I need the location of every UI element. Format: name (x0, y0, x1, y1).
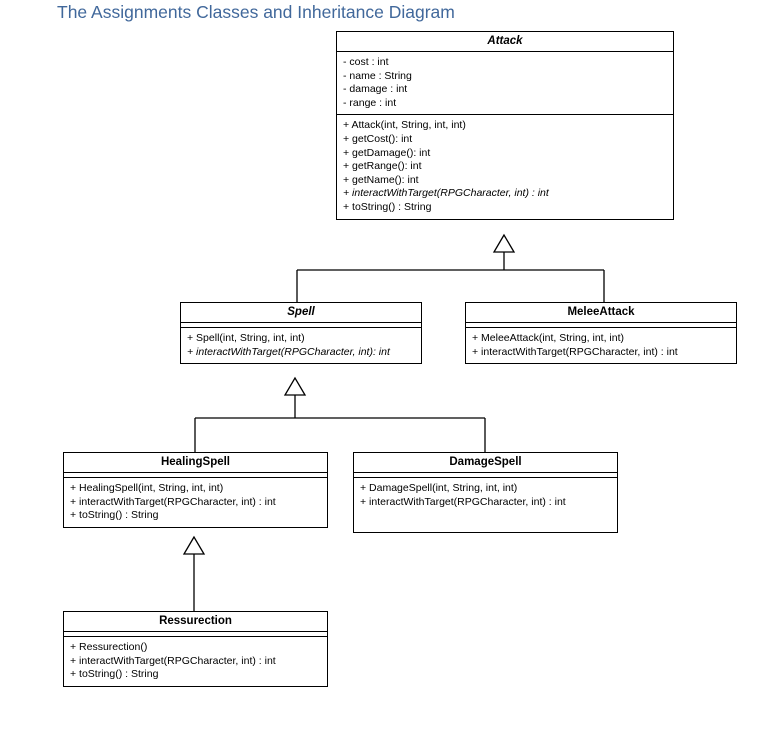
uml-class-name-ressurection: Ressurection (64, 612, 327, 632)
uml-attribute: - cost : int (343, 56, 389, 68)
uml-attributes-ressurection (64, 632, 327, 637)
uml-method: + getRange(): int (343, 160, 422, 173)
uml-method: + MeleeAttack(int, String, int, int) (472, 332, 625, 344)
uml-class-healingspell[interactable]: HealingSpell + HealingSpell(int, String,… (63, 452, 328, 528)
uml-methods-ressurection: + Ressurection() + interactWithTarget(RP… (64, 637, 327, 686)
uml-attributes-healingspell (64, 473, 327, 478)
uml-class-attack[interactable]: Attack - cost : int - name : String - da… (336, 31, 674, 220)
uml-attributes-meleeattack (466, 323, 736, 328)
uml-attributes-spell (181, 323, 421, 328)
uml-method: + Spell(int, String, int, int) (187, 332, 305, 344)
uml-method: + getCost(): int (343, 132, 413, 145)
uml-method: + interactWithTarget(RPGCharacter, int) … (360, 495, 566, 508)
uml-attributes-damagespell (354, 473, 617, 478)
uml-method: + interactWithTarget(RPGCharacter, int) … (70, 654, 276, 667)
uml-method: + getDamage(): int (343, 146, 431, 159)
uml-method: + toString() : String (70, 668, 159, 681)
uml-methods-damagespell: + DamageSpell(int, String, int, int) + i… (354, 478, 617, 532)
generalization-healingspell (182, 535, 206, 611)
generalization-attack (296, 233, 605, 302)
uml-methods-meleeattack: + MeleeAttack(int, String, int, int) + i… (466, 328, 736, 363)
uml-method: + interactWithTarget(RPGCharacter, int) … (472, 345, 678, 358)
uml-attribute: - name : String (343, 69, 412, 82)
uml-method: + HealingSpell(int, String, int, int) (70, 482, 224, 494)
uml-class-name-meleeattack: MeleeAttack (466, 303, 736, 323)
uml-method: + interactWithTarget(RPGCharacter, int) … (70, 495, 276, 508)
page-title: The Assignments Classes and Inheritance … (57, 2, 455, 22)
uml-method: + getName(): int (343, 173, 419, 186)
uml-class-spell[interactable]: Spell + Spell(int, String, int, int) + i… (180, 302, 422, 365)
uml-class-name-attack: Attack (337, 32, 673, 52)
generalization-spell (194, 376, 486, 452)
uml-method: + Attack(int, String, int, int) (343, 119, 466, 132)
uml-attribute: - damage : int (343, 83, 408, 96)
uml-method: + DamageSpell(int, String, int, int) (360, 482, 518, 494)
uml-class-damagespell[interactable]: DamageSpell + DamageSpell(int, String, i… (353, 452, 618, 533)
uml-class-name-damagespell: DamageSpell (354, 453, 617, 473)
uml-class-name-healingspell: HealingSpell (64, 453, 327, 473)
uml-method: + toString() : String (70, 509, 159, 522)
uml-method-abstract: + interactWithTarget(RPGCharacter, int) … (343, 187, 549, 200)
uml-method: + toString() : String (343, 200, 432, 213)
uml-class-ressurection[interactable]: Ressurection + Ressurection() + interact… (63, 611, 328, 687)
uml-attributes-attack: - cost : int - name : String - damage : … (337, 52, 673, 116)
uml-methods-healingspell: + HealingSpell(int, String, int, int) + … (64, 478, 327, 527)
uml-method: + Ressurection() (70, 641, 148, 653)
uml-methods-attack: + Attack(int, String, int, int) + getCos… (337, 115, 673, 218)
uml-class-name-spell: Spell (181, 303, 421, 323)
uml-class-meleeattack[interactable]: MeleeAttack + MeleeAttack(int, String, i… (465, 302, 737, 365)
uml-methods-spell: + Spell(int, String, int, int) + interac… (181, 328, 421, 363)
uml-attribute: - range : int (343, 96, 397, 109)
uml-method-abstract: + interactWithTarget(RPGCharacter, int):… (187, 345, 390, 358)
